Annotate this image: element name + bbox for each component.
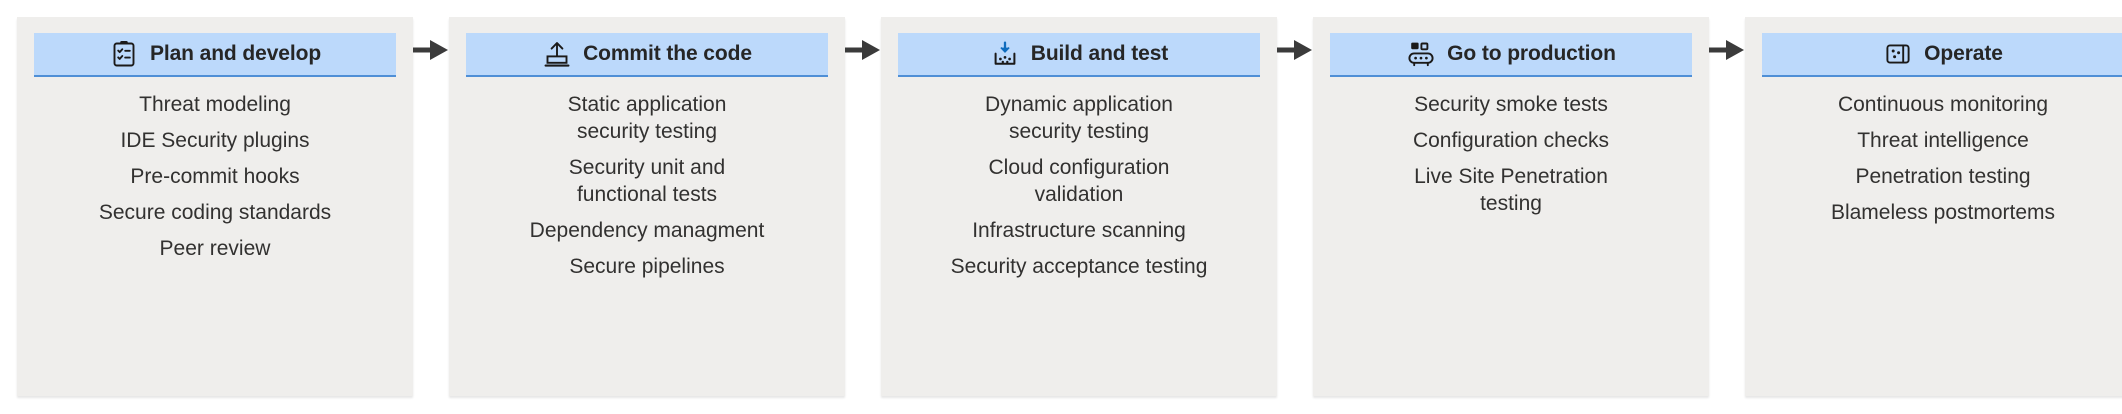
stage-items-build-and-test: Dynamic application security testing Clo… (893, 91, 1265, 289)
upload-commit-icon (542, 39, 572, 69)
list-item: Security unit and functional tests (568, 156, 726, 207)
stage-header-go-to-production[interactable]: Go to production (1330, 33, 1692, 77)
connector-arrow-4 (1709, 17, 1745, 396)
stage-title: Operate (1924, 42, 2003, 65)
list-item: Penetration testing (1855, 165, 2031, 189)
stage-title: Build and test (1030, 42, 1169, 65)
list-item: Dependency managment (529, 219, 765, 243)
list-item: Secure pipelines (569, 255, 725, 279)
list-item: Peer review (159, 237, 271, 261)
list-item: Live Site Penetration testing (1414, 165, 1608, 216)
list-item: Security acceptance testing (950, 255, 1208, 279)
list-item: Security smoke tests (1414, 93, 1608, 116)
list-item: Continuous monitoring (1837, 93, 2049, 116)
conveyor-belt-icon (1406, 39, 1436, 69)
stage-header-commit-the-code[interactable]: Commit the code (466, 33, 828, 77)
list-item: Infrastructure scanning (972, 219, 1186, 243)
stage-header-plan-and-develop[interactable]: Plan and develop (34, 33, 396, 77)
stage-items-commit-the-code: Static application security testing Secu… (461, 91, 833, 289)
arrow-right-icon (1277, 40, 1312, 60)
list-item: Static application security testing (567, 93, 727, 144)
stage-title: Commit the code (583, 42, 752, 65)
arrow-right-icon (413, 40, 448, 60)
list-item: Pre-commit hooks (130, 165, 300, 189)
stage-title: Plan and develop (149, 42, 322, 65)
connector-arrow-1 (413, 17, 449, 396)
arrow-right-icon (845, 40, 880, 60)
stage-header-operate[interactable]: Operate (1762, 33, 2122, 77)
stage-build-and-test[interactable]: Build and test Dynamic application secur… (881, 17, 1277, 396)
list-item: Configuration checks (1412, 129, 1610, 153)
arrow-right-icon (1709, 40, 1744, 60)
build-bucket-download-icon (990, 39, 1020, 69)
list-item: IDE Security plugins (120, 129, 310, 153)
stage-plan-and-develop[interactable]: Plan and develop Threat modeling IDE Sec… (17, 17, 413, 396)
operate-panel-icon (1883, 39, 1913, 69)
connector-arrow-2 (845, 17, 881, 396)
stage-items-plan-and-develop: Threat modeling IDE Security plugins Pre… (29, 91, 401, 271)
clipboard-checklist-icon (109, 39, 139, 69)
stage-title: Go to production (1447, 42, 1616, 65)
stage-operate[interactable]: Operate Continuous monitoring Threat int… (1745, 17, 2122, 396)
connector-arrow-3 (1277, 17, 1313, 396)
stage-items-go-to-production: Security smoke tests Configuration check… (1325, 91, 1697, 226)
list-item: Threat intelligence (1857, 129, 2029, 153)
stage-items-operate: Continuous monitoring Threat intelligenc… (1757, 91, 2122, 235)
list-item: Secure coding standards (98, 201, 332, 225)
stage-header-build-and-test[interactable]: Build and test (898, 33, 1260, 77)
list-item: Threat modeling (139, 93, 291, 116)
stage-commit-the-code[interactable]: Commit the code Static application secur… (449, 17, 845, 396)
list-item: Cloud configuration validation (988, 156, 1170, 207)
stage-go-to-production[interactable]: Go to production Security smoke tests Co… (1313, 17, 1709, 396)
list-item: Blameless postmortems (1830, 201, 2056, 225)
list-item: Dynamic application security testing (985, 93, 1173, 144)
